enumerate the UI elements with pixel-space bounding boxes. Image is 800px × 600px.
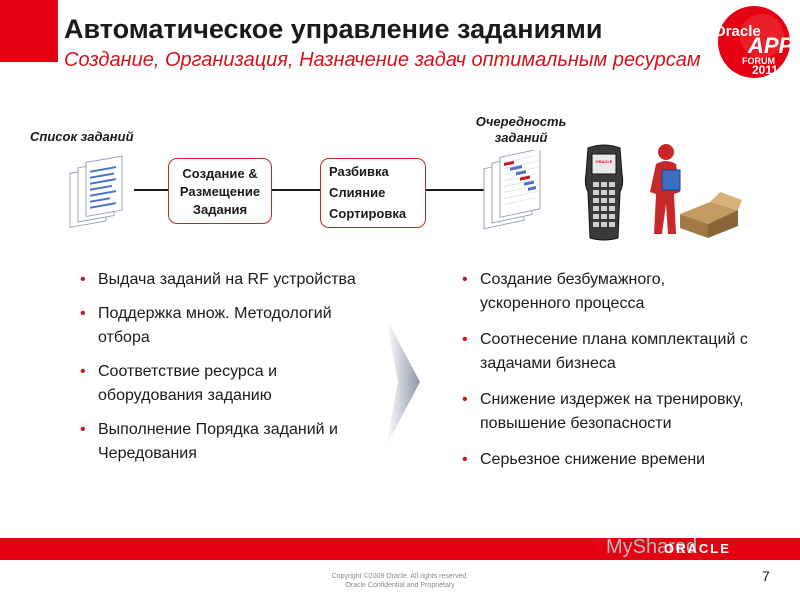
list-item: Соответствие ресурса и оборудования зада… bbox=[78, 360, 358, 408]
copyright-notice: Copyright ©2009 Oracle. All rights reser… bbox=[331, 573, 469, 589]
page-number: 7 bbox=[762, 568, 770, 584]
oracle-apps-forum-logo: Oracle APPS FORUM 2011 bbox=[706, 6, 800, 80]
list-item: Серьезное снижение времени bbox=[460, 448, 760, 472]
logo-text-forum: FORUM bbox=[742, 56, 775, 66]
task-list-label: Список заданий bbox=[30, 129, 134, 144]
footer-red-bar bbox=[0, 538, 800, 560]
list-item: Снижение издержек на тренировку, повышен… bbox=[460, 388, 760, 436]
chevron-right-icon bbox=[386, 318, 420, 446]
flow-connector bbox=[426, 189, 484, 191]
watermark: MyShared bbox=[606, 536, 698, 558]
split-merge-sort-box: Разбивка Слияние Сортировка bbox=[320, 158, 426, 228]
worker-with-boxes-icon bbox=[646, 142, 742, 238]
logo-text-year: 2011 bbox=[752, 63, 779, 77]
rf-scanner-icon: ORACLE bbox=[582, 144, 626, 242]
list-item: Выдача заданий на RF устройства bbox=[78, 268, 358, 292]
list-item: Выполнение Порядка заданий и Чередования bbox=[78, 418, 358, 466]
logo-text-apps: APPS bbox=[748, 33, 800, 58]
document-stack-icon bbox=[66, 152, 130, 232]
right-bullet-list: Создание безбумажного, ускоренного проце… bbox=[460, 268, 760, 472]
list-item: Поддержка множ. Методологий отбора bbox=[78, 302, 358, 350]
create-placement-box: Создание & Размещение Задания bbox=[168, 158, 272, 224]
list-item: Создание безбумажного, ускоренного проце… bbox=[460, 268, 760, 316]
page-title: Автоматическое управление заданиями bbox=[64, 14, 603, 44]
device-brand-label: ORACLE bbox=[595, 159, 613, 164]
footer-oracle-logo: ORACLE bbox=[664, 541, 731, 556]
queue-label: Очередность заданий bbox=[475, 114, 567, 145]
flow-connector bbox=[134, 189, 170, 191]
list-item: Соотнесение плана комплектаций с задачам… bbox=[460, 328, 760, 376]
flow-connector bbox=[272, 189, 320, 191]
logo-text-oracle: Oracle bbox=[714, 23, 761, 40]
page-subtitle: Создание, Организация, Назначение задач … bbox=[64, 49, 701, 71]
title-accent-bar bbox=[0, 0, 58, 62]
left-bullet-list: Выдача заданий на RF устройства Поддержк… bbox=[78, 268, 358, 466]
gantt-chart-icon bbox=[478, 148, 550, 236]
